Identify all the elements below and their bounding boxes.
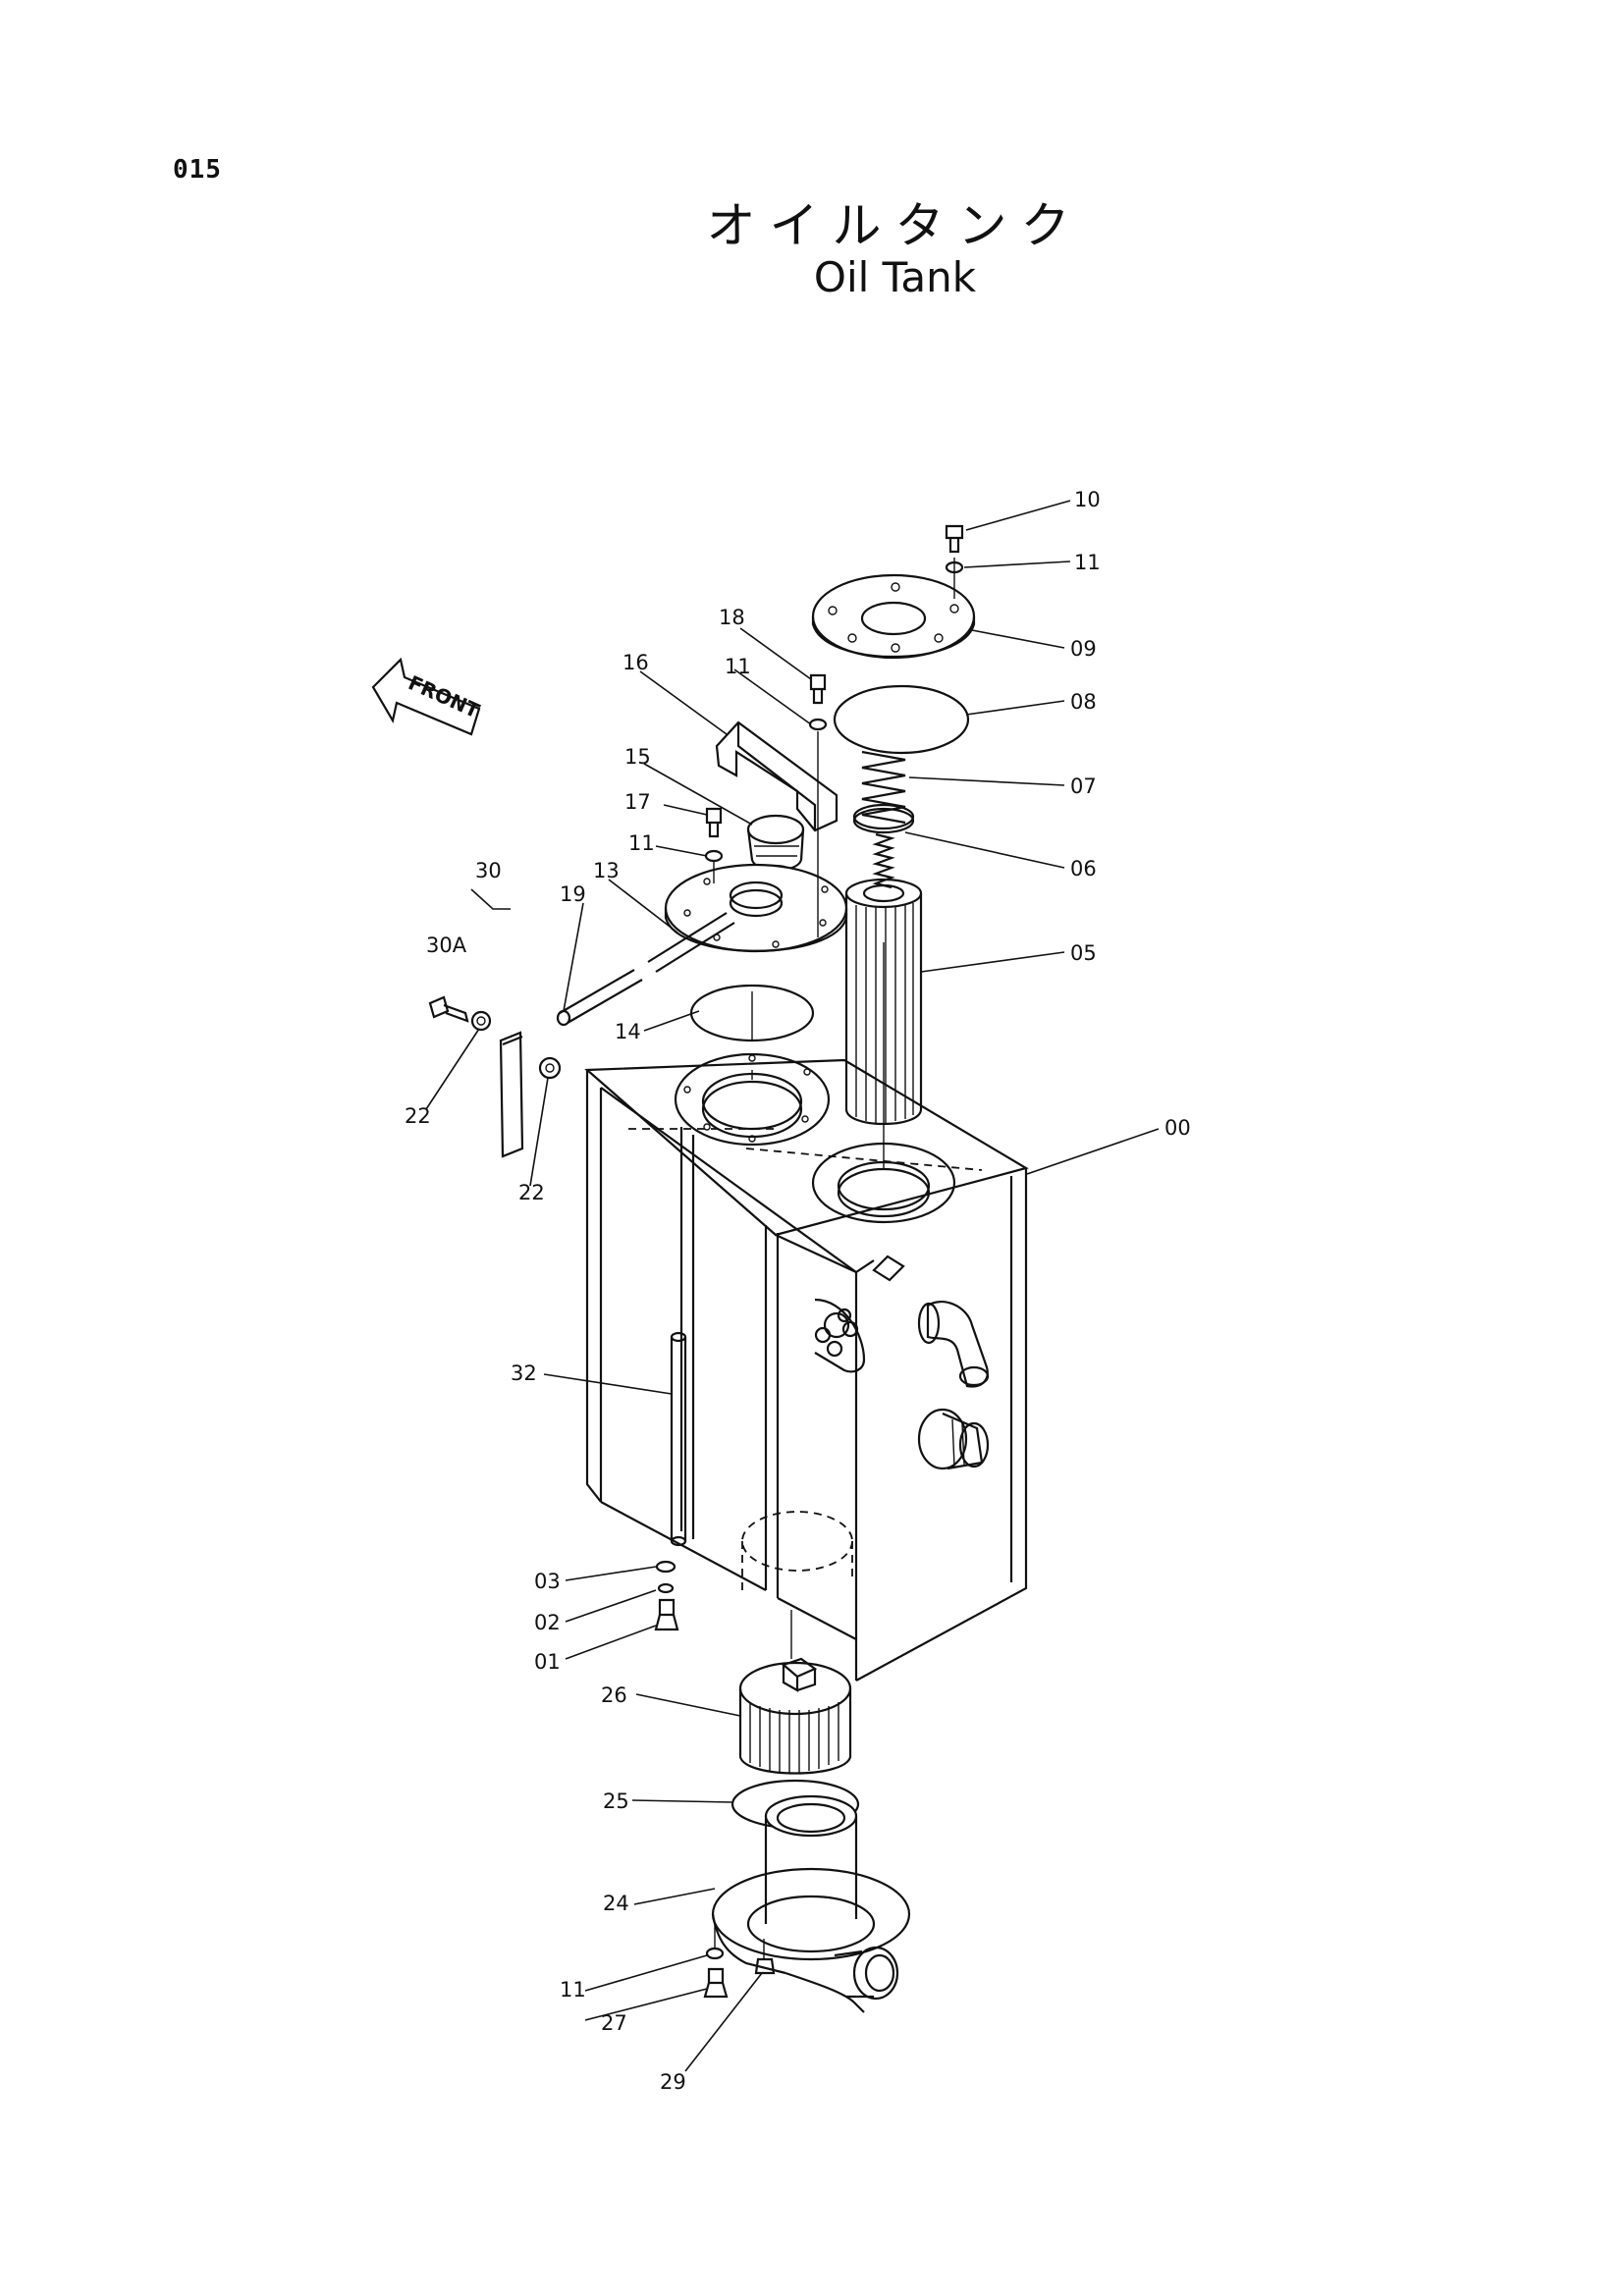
bolt-30a [428, 995, 469, 1023]
callout-06: 06 [1070, 857, 1097, 881]
callout-11-18: 11 [725, 655, 751, 678]
callout-13: 13 [593, 859, 620, 882]
callout-29: 29 [660, 2070, 686, 2094]
leader-lines [425, 500, 1160, 2072]
drain-pipe [670, 1331, 687, 1547]
callout-30: 30 [475, 859, 502, 882]
callout-09: 09 [1070, 637, 1097, 661]
callout-27: 27 [601, 2011, 627, 2035]
spring [861, 750, 906, 825]
tank-body [584, 1058, 1029, 1682]
callout-labels: 10 11 09 18 11 08 16 07 15 17 06 11 30 1… [405, 488, 1191, 2094]
washer-18 [808, 718, 828, 731]
callout-22-right: 22 [518, 1181, 545, 1204]
bolt-17 [705, 807, 723, 838]
callout-02: 02 [534, 1611, 561, 1634]
title-english: Oil Tank [813, 253, 977, 301]
cover-gasket [833, 684, 970, 755]
callout-00: 00 [1164, 1116, 1191, 1140]
washer-bottom [705, 1947, 725, 1960]
washer-17 [704, 849, 724, 863]
callout-11-top: 11 [1074, 551, 1101, 574]
washer-03 [655, 1560, 676, 1574]
bolt-27 [703, 1967, 729, 1999]
outlet-housing [711, 1794, 911, 2013]
callout-19: 19 [560, 882, 586, 906]
bolt-01 [654, 1598, 679, 1631]
callout-22-left: 22 [405, 1104, 431, 1128]
front-arrow-marker: FRONT [371, 657, 483, 736]
small-spring [852, 803, 915, 889]
callout-26: 26 [601, 1683, 627, 1707]
suction-flange-ring [674, 1052, 831, 1147]
page-number: 015 [173, 155, 222, 185]
callout-32: 32 [511, 1362, 537, 1385]
callout-11-bottom: 11 [560, 1978, 586, 2002]
title-japanese: オイルタンク [706, 197, 1084, 254]
callout-08: 08 [1070, 690, 1097, 714]
bolt-top [945, 524, 964, 554]
washer-02 [657, 1582, 675, 1594]
callout-14: 14 [615, 1020, 641, 1043]
filter-cover [811, 573, 976, 660]
level-gauge-bar [499, 1031, 524, 1158]
callout-16: 16 [622, 651, 649, 674]
drain-plug-29 [754, 1957, 776, 1975]
bolt-18 [809, 673, 827, 705]
callout-15: 15 [624, 745, 651, 769]
callout-07: 07 [1070, 774, 1097, 798]
nut-22a [470, 1010, 492, 1032]
callout-25: 25 [603, 1789, 629, 1813]
suction-cover [556, 863, 848, 1027]
strainer [738, 1657, 852, 1775]
callout-30a: 30A [426, 934, 467, 957]
callout-17: 17 [624, 790, 651, 814]
callout-03: 03 [534, 1570, 561, 1593]
callout-18: 18 [719, 606, 745, 629]
callout-24: 24 [603, 1892, 629, 1915]
mounting-bracket [715, 721, 839, 832]
callout-10: 10 [1074, 488, 1101, 511]
nut-22b [538, 1056, 562, 1080]
callout-05: 05 [1070, 941, 1097, 965]
alignment-lines [713, 558, 955, 1958]
callout-01: 01 [534, 1650, 561, 1674]
callout-11-17: 11 [628, 831, 655, 855]
